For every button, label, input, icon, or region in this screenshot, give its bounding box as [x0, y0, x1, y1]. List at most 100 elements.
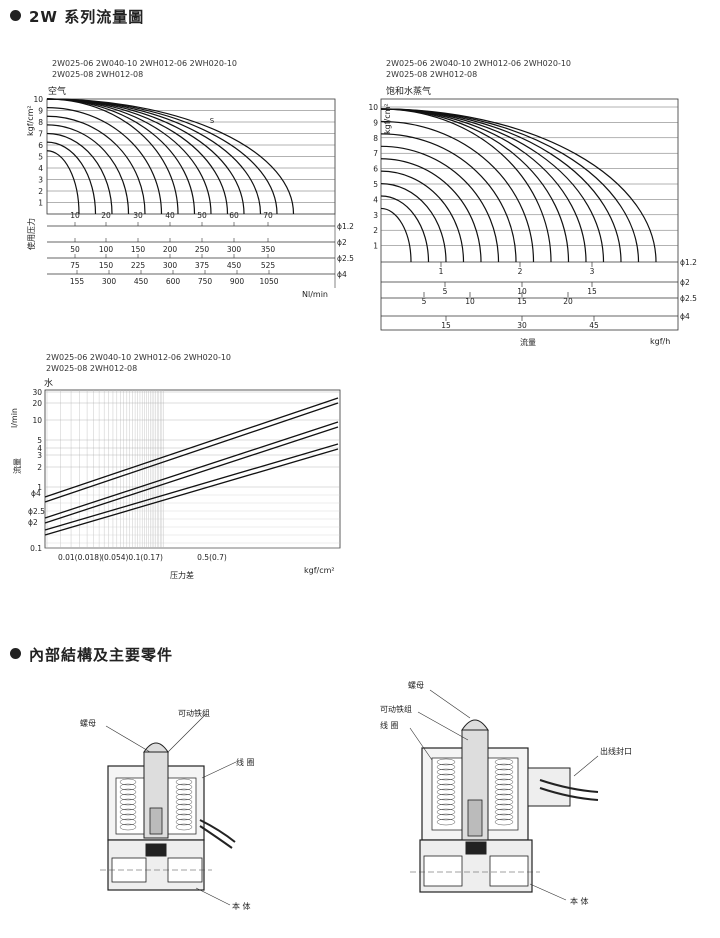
air-row-label: ϕ2.5: [337, 254, 354, 263]
steam-scale-label: 15: [587, 287, 597, 296]
large-label-body: 本 体: [570, 897, 589, 906]
steam-x-unit: kgf/h: [650, 337, 671, 346]
large-coil-winding: [494, 783, 514, 791]
air-scale-label: 50: [70, 245, 80, 254]
steam-flow-curve: [380, 170, 465, 263]
bullet-icon: [10, 648, 21, 659]
small-coil-winding: [175, 788, 193, 796]
small-coil-winding: [119, 803, 137, 811]
water-ytick-label: 3: [37, 451, 42, 460]
small-plunger: [149, 807, 163, 835]
air-scale-label: 75: [70, 261, 80, 270]
large-leader: [409, 727, 433, 761]
large-coil-winding: [494, 773, 514, 781]
air-scale-label: 350: [261, 245, 276, 254]
air-scale-label: 375: [195, 261, 210, 270]
steam-medium-label: 饱和水蒸气: [386, 87, 432, 97]
steam-scale-label: 15: [441, 321, 451, 330]
steam-x-label: 流量: [520, 338, 536, 347]
air-flow-curve: [46, 132, 113, 215]
air-scale-label: 900: [230, 277, 245, 286]
water-series-label: ϕ4: [31, 489, 41, 498]
section-title-flow: 2W 系列流量圖: [10, 6, 144, 27]
small-coil-winding: [175, 808, 193, 816]
small-seal: [145, 843, 167, 857]
steam-flow-curve: [380, 207, 412, 263]
steam-ytick-label: 9: [373, 118, 378, 127]
air-ytick-label: 4: [38, 164, 43, 173]
air-scale-label: 300: [227, 245, 242, 254]
air-flow-curve: [46, 115, 146, 215]
steam-flow-curve: [380, 108, 587, 263]
large-coil-winding: [436, 758, 456, 766]
small-coil-winding: [175, 813, 193, 821]
air-flow-curve: [46, 141, 97, 215]
air-flow-curve: [46, 124, 130, 215]
steam-scale-label: 3: [590, 267, 595, 276]
air-flow-curve: [46, 98, 295, 215]
large-coil-winding: [494, 788, 514, 796]
steam-models-line1: 2W025-06 2W040-10 2WH012-06 2WH020-10: [386, 59, 572, 68]
small-coil-winding: [175, 803, 193, 811]
large-coil-winding: [436, 768, 456, 776]
water-series-line: [44, 443, 339, 531]
air-row-label: ϕ1.2: [337, 222, 354, 231]
large-coil-winding: [436, 788, 456, 796]
small-coil-winding: [119, 813, 137, 821]
steam-models-line2: 2W025-08 2WH012-08: [386, 70, 478, 79]
small-coil-winding: [175, 783, 193, 791]
steam-flow-curve: [380, 108, 570, 263]
air-models-line2: 2W025-08 2WH012-08: [52, 70, 144, 79]
air-ytick-label: 7: [38, 130, 43, 139]
steam-scale-label: 5: [422, 297, 427, 306]
small-coil-winding: [119, 823, 137, 831]
steam-flow-curve: [380, 108, 622, 263]
steam-scale-label: 30: [517, 321, 527, 330]
small-coil-winding: [175, 798, 193, 806]
water-series-line: [44, 397, 339, 498]
large-coil-winding: [494, 808, 514, 816]
small-coil-winding: [119, 783, 137, 791]
water-xtick-label: 0.01(0.018): [58, 553, 102, 562]
large-coil-winding: [494, 798, 514, 806]
small-label-nut: 螺母: [80, 719, 96, 728]
water-ytick-label: 30: [32, 388, 42, 397]
steam-flow-curve: [380, 120, 535, 263]
air-scale-label: 70: [263, 211, 273, 220]
steam-flow-curve: [380, 133, 517, 263]
steam-ytick-label: 6: [373, 165, 378, 174]
small-coil-winding: [119, 808, 137, 816]
air-ytick-label: 10: [33, 95, 43, 104]
steam-flow-curve: [380, 108, 605, 263]
small-coil-winding: [119, 793, 137, 801]
water-medium-label: 水: [44, 379, 54, 389]
water-models: 2W025-06 2W040-10 2WH012-06 2WH020-10 2W…: [46, 352, 231, 374]
steam-y-unit: kgf/cm²: [383, 103, 392, 134]
small-leader: [195, 887, 231, 906]
steam-scale-label: 45: [589, 321, 599, 330]
large-coil-winding: [494, 778, 514, 786]
small-cable: [199, 819, 236, 843]
steam-flow-curve: [380, 108, 640, 263]
water-series-label: ϕ2: [28, 518, 38, 527]
small-leader: [167, 713, 207, 753]
water-x-label: 压力差: [170, 571, 194, 580]
air-ytick-label: 2: [38, 187, 43, 196]
steam-ytick-label: 1: [373, 242, 378, 251]
small-leader: [105, 725, 151, 753]
air-scale-label: 300: [163, 261, 178, 270]
air-ytick-label: 9: [38, 107, 43, 116]
air-scale-label: 50: [197, 211, 207, 220]
large-cable: [539, 787, 599, 801]
air-ytick-label: 1: [38, 199, 43, 208]
large-coil-winding: [436, 793, 456, 801]
water-series-label: ϕ2.5: [28, 507, 45, 516]
large-label-outlet: 出线封口: [600, 747, 632, 756]
air-row-label: ϕ2: [337, 238, 347, 247]
steam-scale-label: 10: [517, 287, 527, 296]
steam-flow-curve: [380, 195, 430, 263]
steam-plot-frame: [380, 98, 679, 331]
large-coil-winding: [436, 798, 456, 806]
water-models-line1: 2W025-06 2W040-10 2WH012-06 2WH020-10: [46, 353, 232, 362]
steam-ytick-label: 10: [368, 103, 378, 112]
